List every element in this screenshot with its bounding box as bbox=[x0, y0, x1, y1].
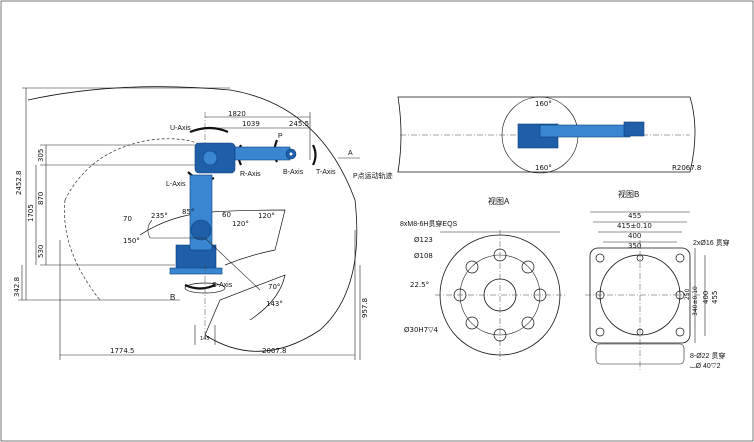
view-b-h455: 455 bbox=[711, 291, 719, 304]
view-b-w400: 400 bbox=[628, 232, 641, 240]
view-b-w415: 415±0.10 bbox=[617, 222, 652, 230]
u-axis-label: U-Axis bbox=[170, 125, 191, 132]
view-b-w455: 455 bbox=[628, 212, 641, 220]
angle-70-lower: 70° bbox=[268, 283, 280, 291]
top-view-wrist bbox=[623, 121, 645, 137]
s-axis-arc bbox=[184, 283, 216, 290]
view-a-pin: Ø30H7▽4 bbox=[404, 326, 439, 334]
s-axis-label: S-Axis bbox=[212, 282, 233, 289]
work-envelope-lower-dashed bbox=[64, 199, 101, 301]
dim-2067-8: 2067.8 bbox=[262, 347, 287, 355]
dim-2452-8: 2452.8 bbox=[15, 171, 23, 196]
dim-145: 145 bbox=[200, 336, 210, 342]
view-b-title: 视图B bbox=[618, 189, 639, 199]
u-axis-joint bbox=[202, 150, 218, 166]
top-radius: R2067.8 bbox=[672, 164, 701, 172]
view-b-holes-top: 2xØ16 贯穿 bbox=[693, 238, 730, 247]
inner-envelope-bottom bbox=[204, 274, 286, 336]
angle-85: 85° bbox=[182, 208, 194, 216]
dim-530: 530 bbox=[37, 245, 45, 258]
view-b-holes-bottom: 8-Ø22 贯穿 bbox=[690, 351, 725, 360]
view-b-mount-holes bbox=[595, 253, 685, 337]
dim-245-5: 245.5 bbox=[289, 120, 309, 128]
angle-70: 70 bbox=[123, 215, 132, 223]
angle-150: 150° bbox=[123, 237, 140, 245]
top-view-arm bbox=[539, 124, 631, 138]
view-a-thread-note: 8xM8-6H贯穿EQS bbox=[400, 219, 458, 228]
view-b-h340: 340±0.10 bbox=[692, 286, 699, 316]
l-axis-joint bbox=[190, 219, 212, 241]
top-view-envelope bbox=[397, 96, 696, 173]
top-view: 160° 160° R2067.8 bbox=[397, 96, 701, 174]
angle-arc-150 bbox=[147, 219, 153, 239]
view-b-h250: 250 bbox=[684, 288, 691, 300]
dim-1039: 1039 bbox=[242, 120, 260, 128]
dim-342-8: 342.8 bbox=[13, 277, 21, 297]
view-a-title: 视图A bbox=[488, 196, 510, 206]
view-a-d123: Ø123 bbox=[414, 236, 433, 244]
p-point-label: P bbox=[278, 133, 283, 140]
angle-line-143 bbox=[204, 237, 261, 291]
dim-957-8: 957.8 bbox=[361, 298, 369, 318]
view-b-counterbore: ⌴Ø 40▽2 bbox=[690, 363, 721, 370]
view-a-center-bore bbox=[483, 278, 517, 312]
t-axis-arc bbox=[312, 144, 317, 166]
work-envelope-outer bbox=[27, 86, 358, 352]
work-envelope-inner-dashed bbox=[64, 138, 211, 201]
robot-base-plate bbox=[169, 267, 223, 275]
angle-235: 235° bbox=[151, 212, 168, 220]
angle-120-upper: 120° bbox=[258, 212, 275, 220]
p-track-label: P点运动轨迹 bbox=[353, 171, 393, 180]
a-marker-label: A bbox=[348, 150, 353, 157]
side-view: 1820 1039 245.5 P U-Axis L-Axis R-Axis B… bbox=[13, 86, 393, 360]
angle-143: 143° bbox=[266, 300, 283, 308]
dim-1774-5: 1774.5 bbox=[110, 347, 135, 355]
p-point-marker bbox=[289, 152, 293, 156]
angle-60: 60 bbox=[222, 211, 231, 219]
dim-1705: 1705 bbox=[27, 204, 35, 222]
b-axis-label: B-Axis bbox=[283, 169, 304, 176]
robot-upper-arm bbox=[234, 146, 291, 161]
l-axis-label: L-Axis bbox=[166, 181, 186, 188]
dim-870: 870 bbox=[37, 192, 45, 205]
view-b: 视图B 455 415±0.10 400 350 2xØ16 贯穿 250 34… bbox=[585, 189, 730, 370]
top-angle-160-bottom: 160° bbox=[535, 164, 552, 172]
dim-305: 305 bbox=[37, 149, 45, 162]
top-angle-160-top: 160° bbox=[535, 100, 552, 108]
view-a-angle: 22.5° bbox=[410, 281, 429, 289]
view-a-d108: Ø108 bbox=[414, 252, 433, 260]
inner-envelope-lower bbox=[139, 209, 286, 266]
view-b-w350: 350 bbox=[628, 242, 641, 250]
r-axis-label: R-Axis bbox=[240, 171, 261, 178]
t-axis-label: T-Axis bbox=[316, 169, 336, 176]
u-axis-arc bbox=[189, 126, 229, 134]
b-marker-label: B bbox=[170, 293, 175, 302]
view-a-bolt-holes bbox=[453, 248, 547, 342]
angle-120-lower: 120° bbox=[232, 220, 249, 228]
view-a: 视图A 8xM8-6H贯穿EQS Ø123 Ø108 22.5° Ø30H7▽4 bbox=[400, 196, 565, 360]
dim-1820: 1820 bbox=[228, 110, 246, 118]
view-b-h400: 400 bbox=[702, 291, 710, 304]
